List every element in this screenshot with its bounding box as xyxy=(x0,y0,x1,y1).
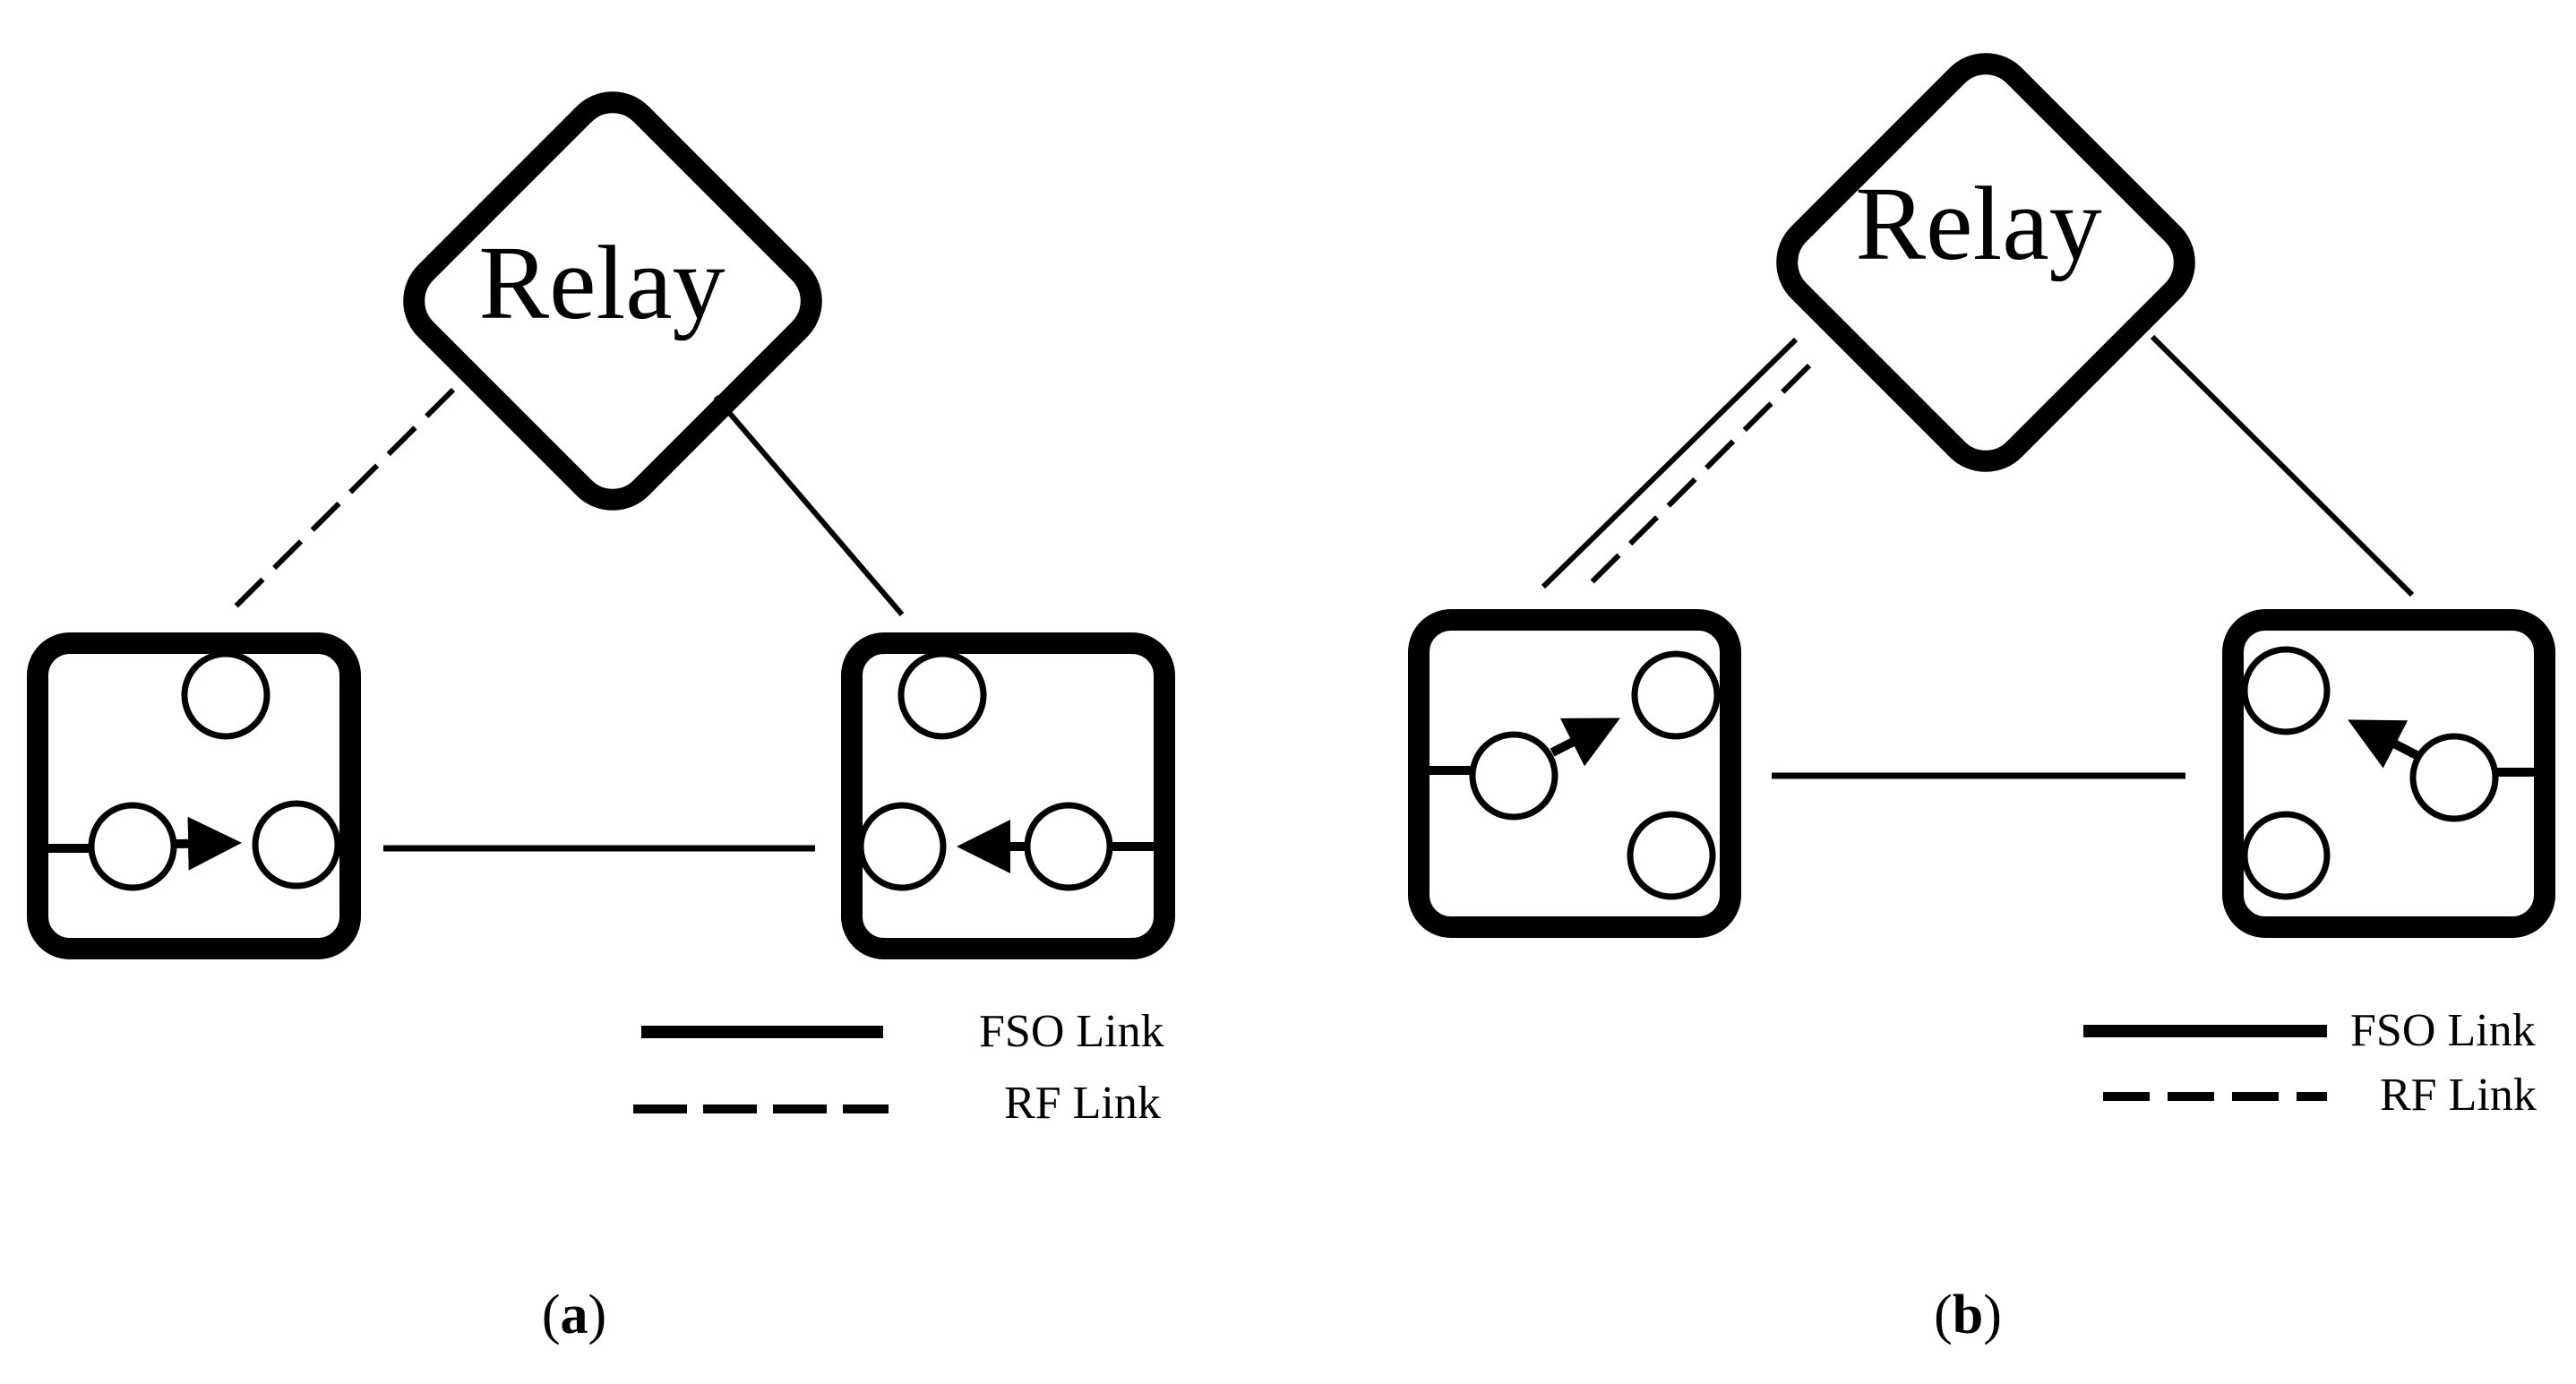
legend-a: FSO Link RF Link xyxy=(633,1006,1164,1129)
node-right-circle-in-a xyxy=(1024,802,1113,891)
panel-caption-a: (a) xyxy=(542,1285,606,1345)
node-left-circle-in-b xyxy=(1469,731,1558,821)
legend-fso-label-a: FSO Link xyxy=(979,1006,1164,1057)
node-right-circle-top-a xyxy=(897,650,987,740)
relay-node-b: Relay xyxy=(1776,53,2195,472)
node-left-b xyxy=(1408,609,1741,938)
node-left-switch-arrow-a xyxy=(175,816,242,871)
fso-link-relay-left-b xyxy=(1541,337,1799,589)
legend-rf-label-a: RF Link xyxy=(1004,1078,1161,1129)
node-right-switch-arrow-b xyxy=(2348,719,2419,769)
node-left-circle-in-a xyxy=(88,802,177,891)
fso-link-relay-right-b xyxy=(2150,334,2415,597)
node-left-circle-bottom-b xyxy=(1627,811,1716,900)
relay-label-b: Relay xyxy=(1855,165,2101,282)
legend-fso-label-b: FSO Link xyxy=(2350,1005,2536,1056)
node-right-a xyxy=(841,632,1175,959)
node-right-circle-bottom-b xyxy=(2241,811,2331,900)
node-left-circle-top-b xyxy=(1631,650,1721,740)
panel-a: Relay FSO Link xyxy=(27,91,1175,1345)
relay-node-a: Relay xyxy=(403,91,822,511)
panel-b: Relay FSO Link xyxy=(1408,53,2555,1345)
relay-label-a: Relay xyxy=(478,224,725,341)
rf-link-relay-left-a xyxy=(225,387,456,617)
legend-rf-label-b: RF Link xyxy=(2380,1070,2537,1121)
panel-caption-b: (b) xyxy=(1934,1285,2002,1345)
node-right-circle-out-a xyxy=(857,802,947,891)
node-right-circle-in-b xyxy=(2409,733,2499,822)
relay-diamond-a xyxy=(403,91,822,511)
node-left-a xyxy=(27,632,361,959)
node-right-circle-top-b xyxy=(2241,646,2331,735)
legend-b: FSO Link RF Link xyxy=(2083,1005,2537,1121)
node-left-circle-top-a xyxy=(181,650,270,740)
rf-link-relay-left-b xyxy=(1581,363,1812,593)
fso-link-relay-right-a xyxy=(713,395,905,616)
relay-diamond-b xyxy=(1776,53,2195,472)
node-left-switch-arrow-b xyxy=(1550,718,1620,767)
node-left-circle-out-a xyxy=(252,800,341,890)
node-right-b xyxy=(2222,609,2555,938)
